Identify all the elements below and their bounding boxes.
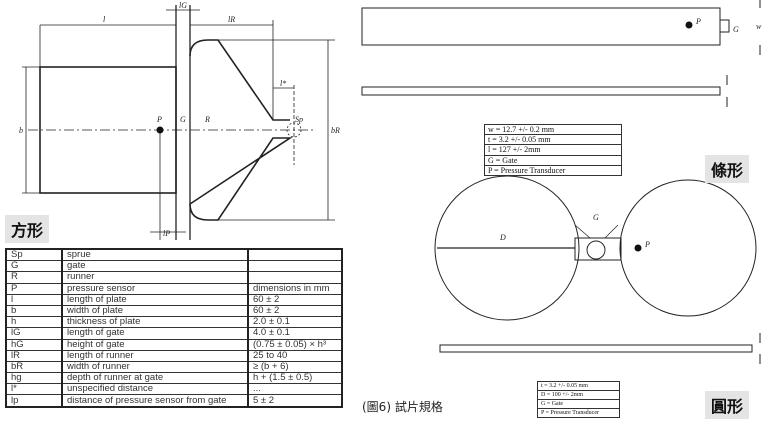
- label-l: l: [103, 15, 106, 24]
- description-cell: unspecified distance: [61, 383, 249, 396]
- symbol-cell: l: [5, 293, 63, 306]
- value-cell: [247, 260, 343, 273]
- label-lG: lG: [179, 1, 187, 10]
- value-cell: 60 ± 2: [247, 304, 343, 318]
- bar-diagram: [361, 0, 761, 107]
- bar-label: 條形: [705, 155, 750, 183]
- disc-legend-row: t = 3.2 +/- 0.05 mm: [538, 382, 619, 391]
- bar-label-w: w: [756, 22, 762, 31]
- description-cell: gate: [61, 260, 249, 273]
- description-cell: length of gate: [61, 327, 249, 340]
- symbol-cell: hg: [5, 372, 63, 385]
- square-plate-diagram: [22, 5, 335, 240]
- bar-legend-row: P = Pressure Transducer: [488, 165, 566, 175]
- label-lR: lR: [228, 15, 235, 24]
- disc-diagram: [434, 175, 761, 364]
- value-cell: 5 ± 2: [247, 394, 343, 408]
- description-cell: runner: [61, 271, 249, 284]
- description-cell: distance of pressure sensor from gate: [61, 394, 249, 408]
- label-b: b: [19, 126, 23, 135]
- value-cell: h + (1.5 ± 0.5): [247, 372, 343, 385]
- square-label: 方形: [5, 215, 50, 243]
- label-bR: bR: [331, 126, 340, 135]
- symbol-cell: lG: [5, 327, 63, 340]
- bar-legend: w = 12.7 +/- 0.2 mm t = 3.2 +/- 0.05 mm …: [484, 124, 622, 177]
- description-cell: depth of runner at gate: [61, 372, 249, 385]
- description-cell: thickness of plate: [61, 316, 249, 329]
- symbol-cell: bR: [5, 360, 63, 374]
- symbol-cell: b: [5, 304, 63, 318]
- description-cell: width of runner: [61, 360, 249, 374]
- description-cell: sprue: [61, 248, 249, 262]
- disc-label-p: P: [644, 240, 650, 249]
- bar-legend-row: l = 127 +/- 2mm: [485, 145, 621, 156]
- pressure-sensor-dot: [156, 126, 164, 134]
- label-lP: lP: [163, 229, 170, 238]
- value-cell: 4.0 ± 0.1: [247, 327, 343, 340]
- value-cell: [247, 248, 343, 262]
- disc-label-g: G: [593, 213, 599, 222]
- symbol-cell: hG: [5, 338, 63, 351]
- description-cell: length of plate: [61, 293, 249, 306]
- bar-legend-row: G = Gate: [485, 156, 621, 166]
- disc-label-d: D: [499, 233, 506, 242]
- label-g: G: [180, 115, 186, 124]
- value-cell: 2.0 ± 0.1: [247, 316, 343, 329]
- label-r: R: [204, 115, 210, 124]
- symbol-cell: lp: [5, 394, 63, 408]
- bar-label-p: P: [695, 17, 701, 26]
- figure-caption: (圖6) 試片規格: [362, 400, 443, 414]
- symbol-cell: P: [5, 282, 63, 295]
- bar-pressure-dot: [685, 21, 693, 29]
- value-cell: ≥ (b + 6): [247, 360, 343, 374]
- description-cell: length of runner: [61, 349, 249, 362]
- symbol-cell: G: [5, 260, 63, 273]
- disc-pressure-dot: [634, 244, 642, 252]
- label-p: P: [156, 115, 162, 124]
- value-cell: 60 ± 2: [247, 293, 343, 306]
- value-cell: dimensions in mm: [247, 282, 343, 295]
- symbol-cell: l*: [5, 383, 63, 396]
- disc-legend-row: P = Pressure Transducer: [541, 410, 599, 416]
- disc-legend-row: D = 100 +/- 2mm: [538, 391, 619, 400]
- table-row: l*unspecified distance...: [5, 383, 343, 396]
- description-cell: width of plate: [61, 304, 249, 318]
- label-lstar: l*: [280, 79, 286, 88]
- label-sp: Sp: [295, 115, 303, 124]
- bar-label-g: G: [733, 25, 739, 34]
- symbol-cell: h: [5, 316, 63, 329]
- value-cell: 25 to 40: [247, 349, 343, 362]
- bar-legend-row: t = 3.2 +/- 0.05 mm: [485, 135, 621, 146]
- value-cell: ...: [247, 383, 343, 396]
- disc-legend: t = 3.2 +/- 0.05 mm D = 100 +/- 2mm G = …: [537, 381, 620, 418]
- disc-legend-row: G = Gate: [538, 400, 619, 409]
- value-cell: (0.75 ± 0.05) × h³: [247, 338, 343, 351]
- symbol-cell: R: [5, 271, 63, 284]
- disc-label: 圓形: [705, 391, 750, 419]
- symbol-cell: lR: [5, 349, 63, 362]
- description-cell: pressure sensor: [61, 282, 249, 295]
- value-cell: [247, 271, 343, 284]
- description-cell: height of gate: [61, 338, 249, 351]
- bar-legend-row: w = 12.7 +/- 0.2 mm: [485, 125, 621, 136]
- symbol-cell: Sp: [5, 248, 63, 262]
